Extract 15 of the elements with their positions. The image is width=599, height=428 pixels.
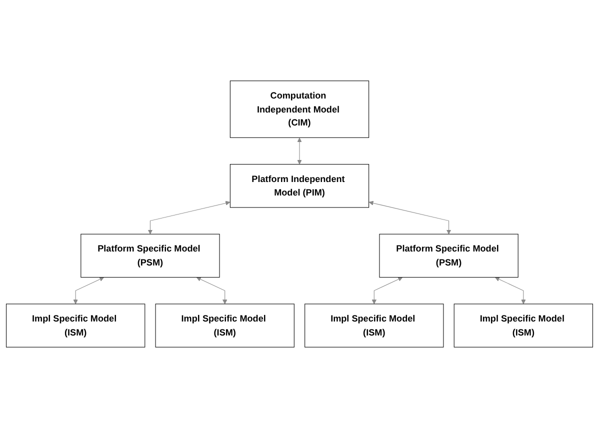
arrow: [196, 277, 228, 304]
node-box: Impl Specific Model (ISM): [304, 304, 444, 348]
node-box: Platform Specific Model (PSM): [379, 234, 518, 278]
node-box: Impl Specific Model (ISM): [454, 304, 593, 348]
node-box: Platform Specific Model (PSM): [80, 234, 220, 278]
arrow: [368, 200, 452, 234]
arrow: [372, 277, 403, 304]
node-box: Impl Specific Model (ISM): [6, 304, 146, 348]
node-box: Impl Specific Model (ISM): [155, 304, 294, 348]
arrow: [297, 138, 302, 164]
node-box: Computation Independent Model (CIM): [230, 80, 370, 138]
node-box: Platform Independent Model (PIM): [230, 164, 370, 208]
arrow: [494, 277, 526, 304]
arrow: [73, 277, 104, 304]
arrow: [148, 200, 230, 234]
